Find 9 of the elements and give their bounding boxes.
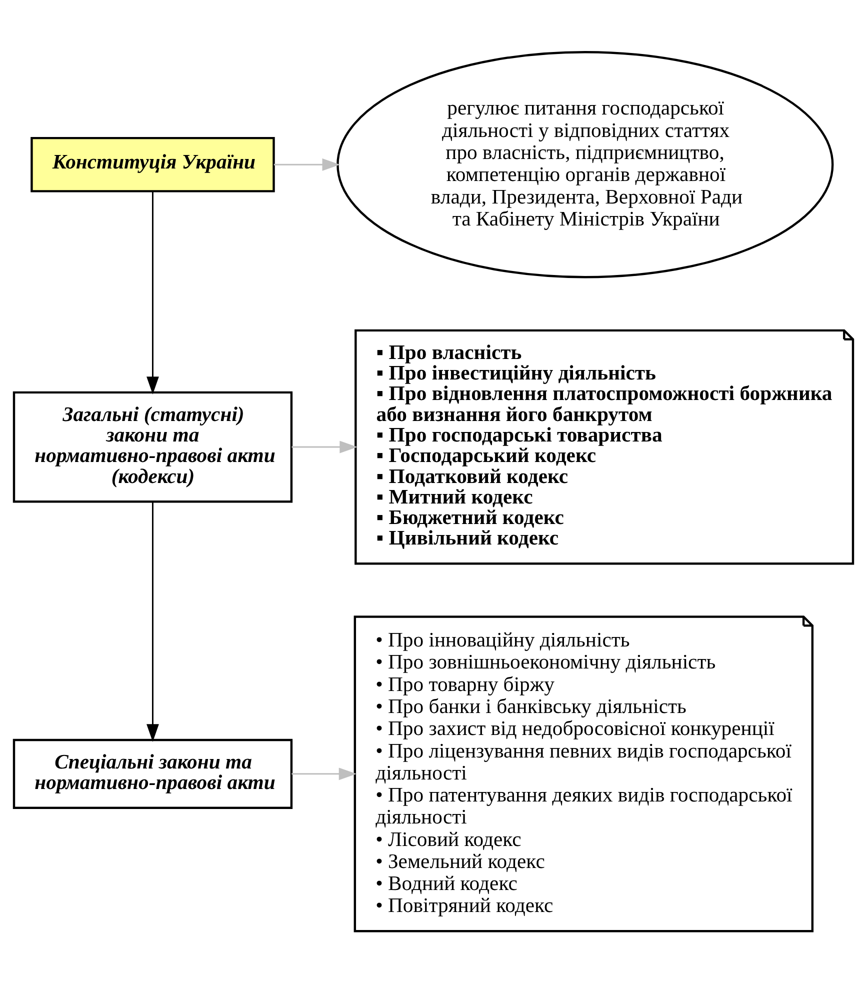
arrow bbox=[292, 440, 358, 453]
arrow bbox=[146, 502, 159, 742]
node-box: Конституція України bbox=[30, 136, 275, 192]
arrow bbox=[274, 158, 340, 170]
node-box: Спеціальні закони та нормативно-правові акти bbox=[12, 738, 293, 808]
arrow bbox=[292, 767, 357, 780]
arrow bbox=[146, 190, 159, 394]
node-box: Загальні (статусні) закони та нормативно-правові акти (кодекси) bbox=[12, 390, 293, 502]
node-ellipse: регулює питання господарської діяльності у відповідних статтях про власність, підприємництво, компетенцію органів державної влади, Президента, Верховної Ради та Кабінету Міністрів України bbox=[336, 50, 834, 278]
